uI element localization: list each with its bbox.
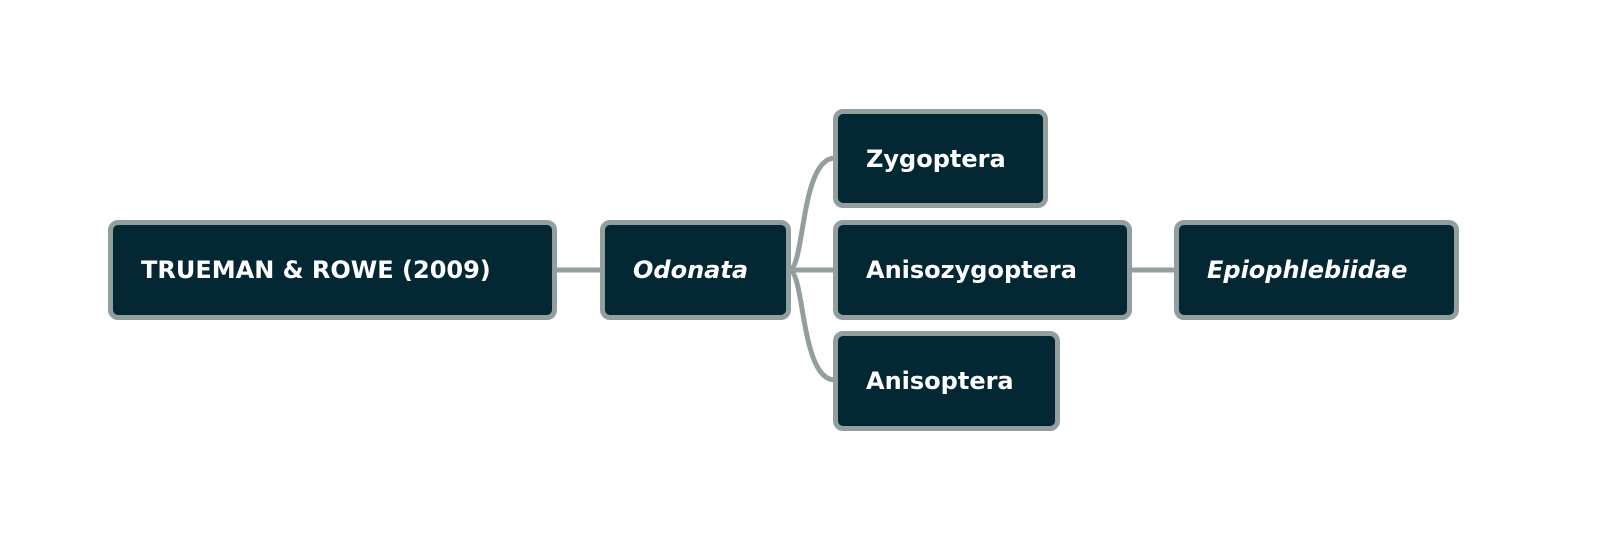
node-label: Odonata <box>633 256 749 284</box>
node-anisozygoptera[interactable]: Anisozygoptera <box>833 220 1132 320</box>
node-epiophlebiidae[interactable]: Epiophlebiidae <box>1174 220 1459 320</box>
node-label: Anisozygoptera <box>866 256 1077 284</box>
node-root[interactable]: TRUEMAN & ROWE (2009) <box>108 220 557 320</box>
node-label: Anisoptera <box>866 367 1014 395</box>
node-label: Zygoptera <box>866 144 1006 173</box>
link-odonata-anisoptera <box>787 267 836 383</box>
node-anisoptera[interactable]: Anisoptera <box>833 331 1060 431</box>
node-label: TRUEMAN & ROWE (2009) <box>141 256 491 284</box>
node-label: Epiophlebiidae <box>1207 256 1408 284</box>
node-zygoptera[interactable]: Zygoptera <box>833 109 1048 208</box>
node-odonata[interactable]: Odonata <box>600 220 791 320</box>
link-odonata-zygoptera <box>787 155 836 273</box>
